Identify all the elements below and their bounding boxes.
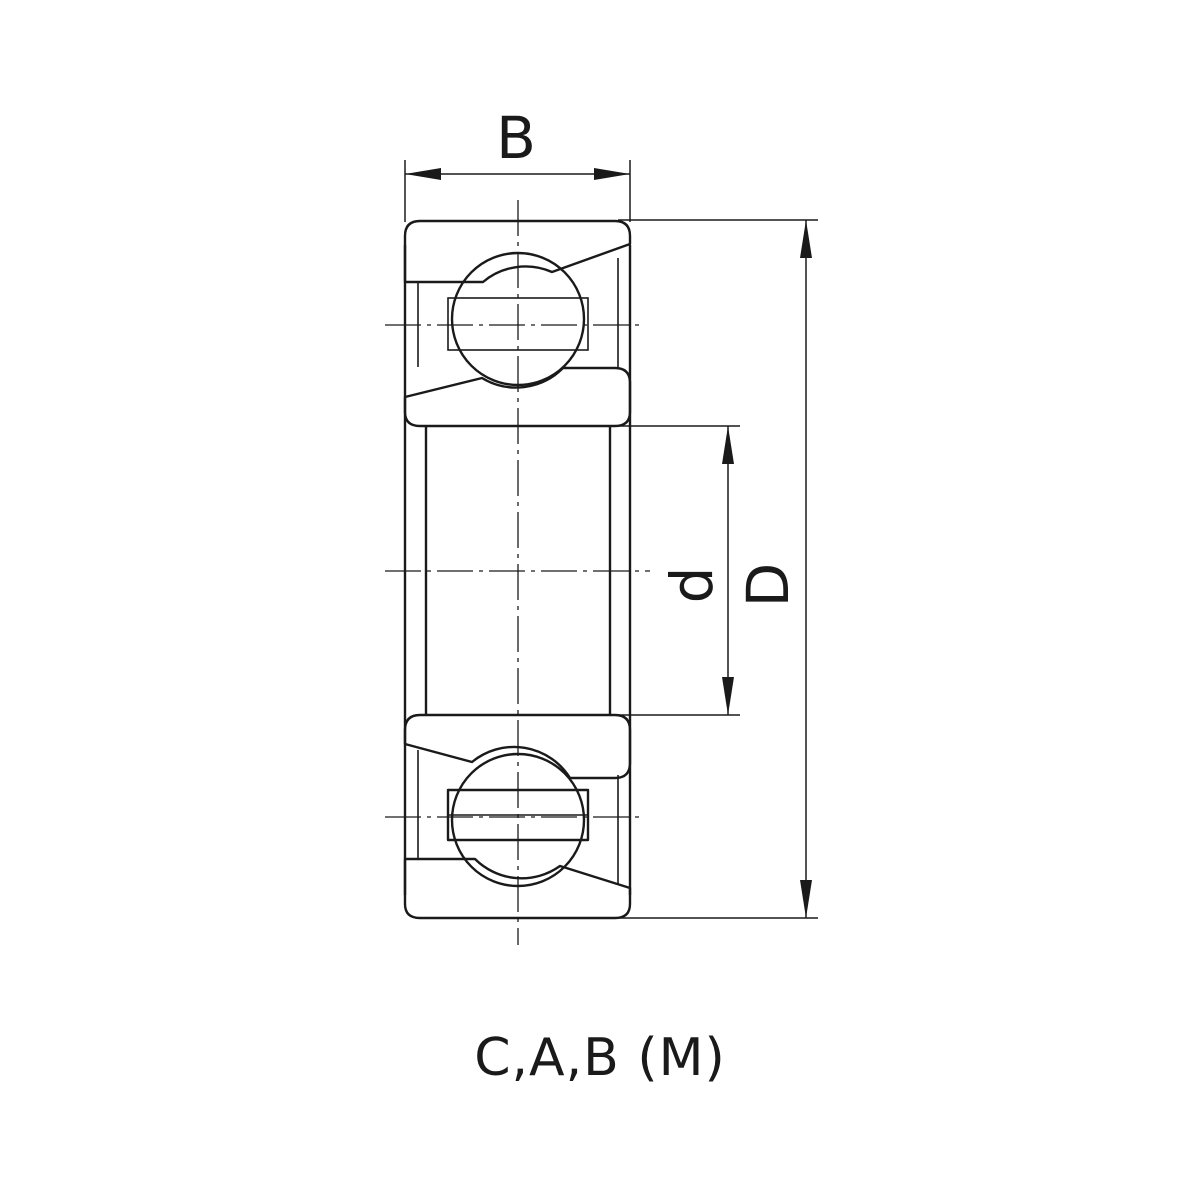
arrow-up-icon bbox=[722, 426, 734, 464]
dimension-b: B bbox=[404, 104, 631, 222]
dimension-bore-d: d bbox=[610, 425, 740, 716]
arrow-down-icon bbox=[722, 677, 734, 715]
center-lines bbox=[385, 200, 650, 945]
inner-ring-bottom bbox=[403, 713, 632, 780]
bearing-caption: C,A,B (M) bbox=[474, 1028, 726, 1088]
inner-ring-top bbox=[403, 366, 632, 428]
dimension-outer-d: D bbox=[618, 219, 818, 919]
arrow-left-icon bbox=[405, 168, 441, 180]
arrow-up-icon bbox=[800, 220, 812, 258]
arrow-right-icon bbox=[594, 168, 630, 180]
label-outer-d: D bbox=[734, 563, 802, 608]
arrow-down-icon bbox=[800, 880, 812, 918]
outer-ring-bottom bbox=[403, 857, 632, 920]
label-b: B bbox=[496, 104, 536, 172]
label-bore-d: d bbox=[658, 567, 726, 604]
outer-ring-top bbox=[403, 219, 632, 284]
bearing-frame bbox=[403, 245, 632, 895]
